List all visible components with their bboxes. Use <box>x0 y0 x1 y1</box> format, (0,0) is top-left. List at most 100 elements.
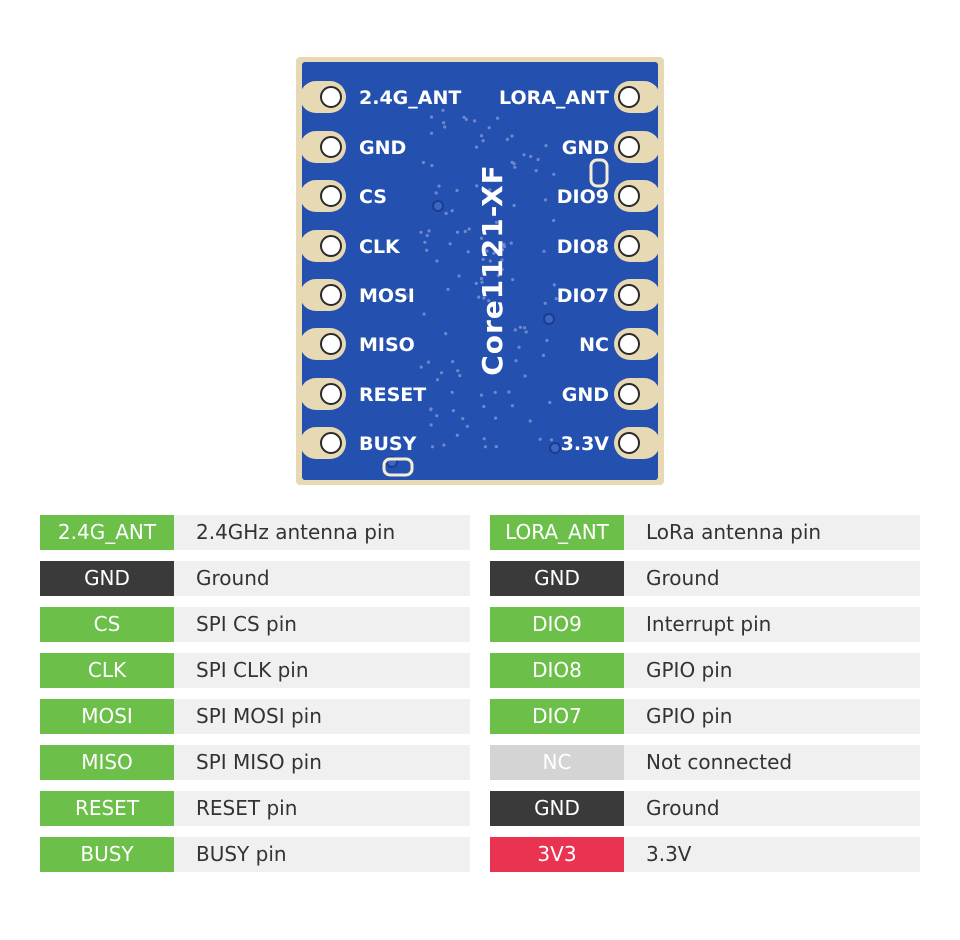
pin-description: SPI MISO pin <box>196 750 322 774</box>
via-dot <box>446 287 450 291</box>
pin-description: LoRa antenna pin <box>646 520 822 544</box>
via-dot <box>483 445 487 449</box>
right-pin-label: DIO7 <box>557 285 609 307</box>
via-dot <box>538 437 542 441</box>
via-dot <box>423 240 427 244</box>
via-dot <box>464 117 468 121</box>
left-pin-label: 2.4G_ANT <box>359 87 461 109</box>
oval-marker-top <box>589 158 609 188</box>
via-dot <box>543 301 547 305</box>
via-dot <box>430 163 434 168</box>
via-dot <box>479 277 483 281</box>
via-dot <box>421 160 425 165</box>
oval-marker-bottom <box>382 457 414 477</box>
via-dot <box>435 378 440 382</box>
via-dot <box>444 211 448 215</box>
via-dot <box>473 119 477 123</box>
left-pad-hole <box>321 334 341 354</box>
pin-badge: DIO8 <box>490 653 624 688</box>
via-dot <box>429 115 434 119</box>
via-dot <box>488 259 492 263</box>
via-dot <box>485 249 489 253</box>
via-dot <box>487 299 491 303</box>
left-pad-ring <box>320 333 342 355</box>
pin-description: Interrupt pin <box>646 612 772 636</box>
right-pad-ring <box>618 432 640 454</box>
pin-pads <box>300 81 660 459</box>
left-pad-hole <box>321 433 341 453</box>
left-pad-hole <box>321 87 341 107</box>
via-dot <box>494 445 498 449</box>
pin-description: SPI MOSI pin <box>196 704 322 728</box>
right-pin-label: GND <box>562 137 609 159</box>
via-dot <box>481 139 485 143</box>
right-pad-hole <box>619 433 639 453</box>
pin-badge: NC <box>490 745 624 780</box>
pin-description: GPIO pin <box>646 658 733 682</box>
pin-description: Not connected <box>646 750 793 774</box>
via-dot <box>455 433 459 437</box>
via-dot <box>434 191 438 195</box>
via-dot <box>480 280 484 284</box>
board-title: Core1121-XF <box>476 164 509 376</box>
right-pin-label: DIO8 <box>557 236 609 258</box>
left-pin-label: CS <box>359 186 387 208</box>
left-pad-ring <box>320 432 342 454</box>
via-dot <box>467 227 471 231</box>
left-pad-hole <box>321 384 341 404</box>
via-dot <box>422 312 426 316</box>
via-dot <box>443 125 447 129</box>
via-dot <box>517 345 521 349</box>
via-dot <box>448 242 452 246</box>
via-dot <box>507 390 511 394</box>
right-pin-label: DIO9 <box>557 186 609 208</box>
left-pad-hole <box>321 186 341 206</box>
via-dot <box>534 169 538 173</box>
via-dot <box>496 274 501 278</box>
via-dot <box>494 416 498 420</box>
right-pad-hole <box>619 236 639 256</box>
via-dot <box>481 257 485 261</box>
right-pad-ring <box>618 333 640 355</box>
via-dot <box>482 296 486 300</box>
via-dot <box>480 134 484 138</box>
via-large <box>399 290 411 302</box>
via-dot <box>505 137 509 141</box>
right-pad-hole <box>619 384 639 404</box>
via-dot <box>435 259 439 263</box>
via-dot <box>429 423 433 427</box>
via-dot <box>482 405 486 409</box>
via-dot <box>510 134 514 138</box>
via-dot <box>500 258 504 262</box>
right-pad-hole <box>619 87 639 107</box>
right-pad-ring <box>618 284 640 306</box>
left-pin-label: GND <box>359 137 406 159</box>
right-pad-ring <box>618 185 640 207</box>
right-pin-label: LORA_ANT <box>499 87 609 109</box>
via-dot <box>552 172 556 176</box>
pin-description: 3.3V <box>646 842 692 866</box>
via-dot <box>450 390 454 394</box>
right-pad-ring <box>618 86 640 108</box>
via-dot <box>509 241 513 245</box>
via-dot <box>450 209 454 213</box>
via-dot <box>512 203 516 208</box>
via-dot <box>437 184 441 188</box>
via-dot <box>477 295 481 299</box>
via-dot <box>451 409 455 413</box>
via-dot <box>479 236 484 240</box>
via-dot <box>492 251 496 255</box>
via-dot <box>451 360 455 364</box>
via-dot <box>462 115 466 119</box>
